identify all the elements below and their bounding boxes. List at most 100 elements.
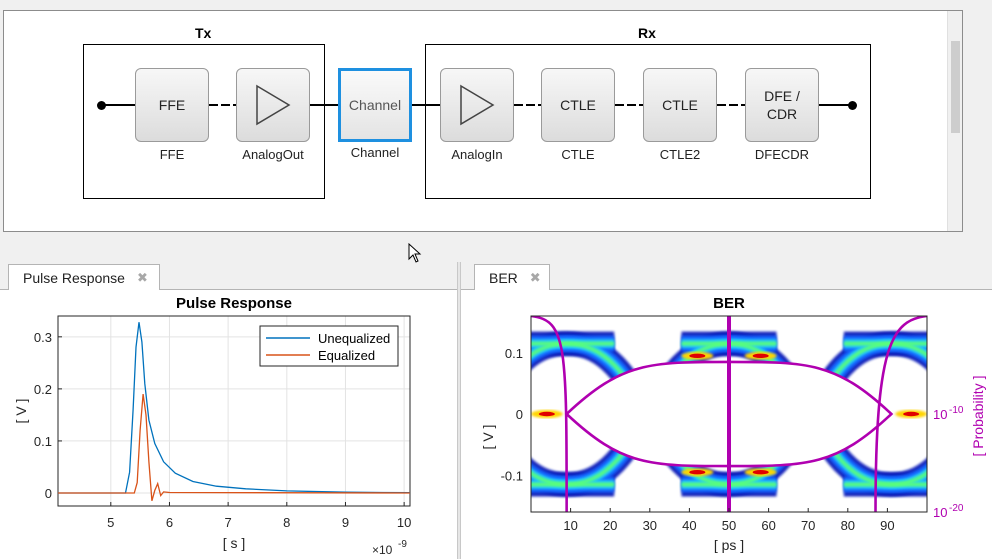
tx-title: Tx — [195, 25, 212, 41]
legend-box — [259, 325, 399, 367]
x-tick-label: 70 — [801, 518, 815, 533]
x-exponent-power: -9 — [398, 539, 407, 550]
density-peak — [752, 353, 769, 359]
y2-tick-power: -20 — [949, 503, 964, 514]
channel-block[interactable]: Channel — [338, 68, 412, 142]
x-exponent-label: ×10 — [372, 543, 393, 557]
mouse-cursor-icon — [408, 243, 422, 263]
bathtub-center — [727, 316, 731, 512]
y-tick-label: -0.1 — [501, 468, 523, 483]
x-axis-label: [ ps ] — [714, 537, 744, 553]
axes-box — [57, 315, 411, 507]
legend-label: Unequalized — [318, 331, 390, 346]
triangle-icon — [256, 84, 291, 126]
tab-strip-border-right — [461, 289, 992, 290]
ctle2-label: CTLE2 — [659, 147, 701, 162]
tx-subsystem[interactable] — [83, 44, 325, 199]
eye-trace — [843, 341, 927, 358]
eye-trace — [531, 470, 615, 487]
y-tick-label: 0.1 — [505, 346, 523, 361]
analogout-block[interactable] — [236, 68, 310, 142]
y-tick-label: 0 — [45, 486, 52, 501]
bathtub-right — [874, 316, 927, 512]
rx-subsystem[interactable] — [425, 44, 871, 199]
ctle-block-text: CTLE — [560, 97, 596, 113]
wire-analogin-ctle — [514, 104, 544, 106]
wire-output — [818, 104, 852, 106]
wire-ffe-analogout — [209, 104, 238, 106]
tab-pulse-response-label: Pulse Response — [23, 269, 125, 286]
x-tick-label: 10 — [563, 518, 577, 533]
scroll-thumb[interactable] — [951, 41, 960, 133]
tab-pulse-response[interactable]: Pulse Response ✖ — [8, 264, 160, 290]
x-tick-label: 60 — [761, 518, 775, 533]
channel-block-text: Channel — [348, 97, 402, 113]
output-port-dot — [848, 101, 857, 110]
chart-title: BER — [713, 295, 745, 312]
ctle2-block[interactable]: CTLE — [643, 68, 717, 142]
wire-input — [102, 104, 136, 106]
ffe-label: FFE — [159, 147, 185, 162]
y-axis-label: [ V ] — [13, 399, 29, 424]
close-icon[interactable]: ✖ — [136, 269, 148, 285]
tab-strip-border-left — [0, 289, 457, 290]
input-port-dot — [97, 101, 106, 110]
vertical-scrollbar[interactable] — [947, 11, 962, 231]
ctle-block[interactable]: CTLE — [541, 68, 615, 142]
x-tick-label: 50 — [722, 518, 736, 533]
x-tick-label: 5 — [107, 515, 114, 530]
y2-tick-label: 10 — [933, 407, 947, 422]
y2-tick-power: -10 — [949, 405, 964, 416]
analogin-block[interactable] — [440, 68, 514, 142]
wire-channel-analogin — [411, 104, 442, 106]
ctle-label: CTLE — [561, 147, 595, 162]
y-tick-label: 0.2 — [34, 382, 52, 397]
eye-trace — [843, 470, 927, 487]
ffe-block[interactable]: FFE — [135, 68, 209, 142]
dfecdr-block[interactable]: DFE / CDR — [745, 68, 819, 142]
density-peak — [538, 411, 555, 417]
ffe-block-text: FFE — [158, 97, 186, 113]
x-tick-label: 6 — [166, 515, 173, 530]
x-axis-label: [ s ] — [223, 535, 246, 551]
analogin-label: AnalogIn — [451, 147, 503, 162]
eye-density — [531, 316, 927, 512]
density-peak — [689, 353, 706, 359]
x-tick-label: 30 — [643, 518, 657, 533]
density-peak — [903, 411, 920, 417]
y2-tick-label: 10 — [933, 505, 947, 520]
y-axis-label: [ V ] — [480, 425, 496, 450]
tab-ber-label: BER — [489, 269, 518, 286]
y2-axis-label: [ Probability ] — [970, 376, 986, 457]
series-line-equalized — [58, 394, 411, 501]
y-tick-label: 0 — [516, 407, 523, 422]
tab-ber[interactable]: BER ✖ — [474, 264, 550, 290]
y-tick-label: 0.3 — [34, 330, 52, 345]
triangle-icon — [460, 84, 495, 126]
rx-title: Rx — [638, 25, 656, 41]
x-tick-label: 40 — [682, 518, 696, 533]
y-tick-label: 0.1 — [34, 434, 52, 449]
dfecdr-label: DFECDR — [754, 147, 810, 162]
x-tick-label: 80 — [841, 518, 855, 533]
ctle2-block-text: CTLE — [662, 97, 698, 113]
x-tick-label: 20 — [603, 518, 617, 533]
wire-ctle-ctle2 — [615, 104, 645, 106]
chart-title: Pulse Response — [176, 295, 292, 312]
panel-divider[interactable] — [457, 262, 461, 559]
density-peak — [752, 469, 769, 475]
close-icon[interactable]: ✖ — [529, 269, 541, 285]
x-tick-label: 8 — [283, 515, 290, 530]
eye-trace — [531, 341, 615, 358]
x-tick-label: 90 — [880, 518, 894, 533]
legend-label: Equalized — [318, 348, 375, 363]
bathtub-left — [531, 316, 568, 512]
analogout-label: AnalogOut — [242, 147, 304, 162]
wire-analogout-channel — [310, 104, 340, 106]
channel-label: Channel — [350, 145, 400, 160]
